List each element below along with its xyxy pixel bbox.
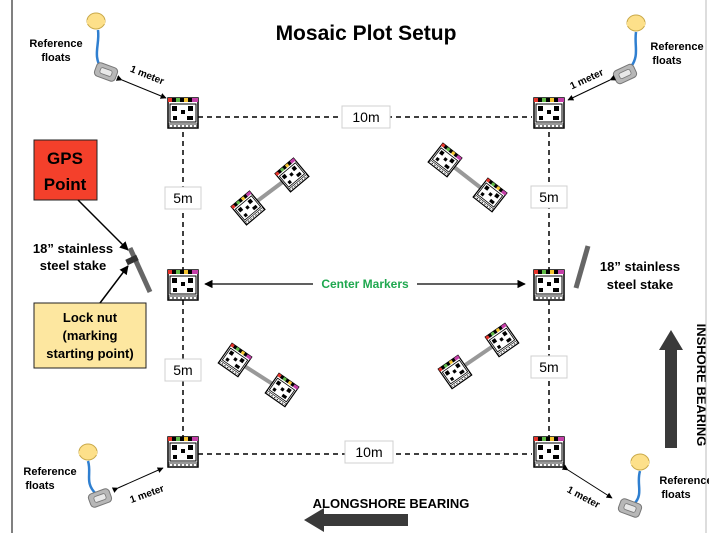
reference-float-top-left <box>86 12 120 83</box>
corner-marker-top-right <box>533 97 565 129</box>
stake-left <box>125 246 153 294</box>
one-meter-arrow-top-left <box>115 75 167 99</box>
one-meter-label-top-right: 1 meter <box>568 67 605 92</box>
one-meter-label-top-left: 1 meter <box>128 64 165 88</box>
alongshore-bearing-label: ALONGSHORE BEARING <box>313 496 470 511</box>
gps-pointer-arrow <box>77 199 129 251</box>
svg-text:5m: 5m <box>173 362 192 378</box>
center-markers-label: Center Markers <box>321 277 409 291</box>
svg-text:10m: 10m <box>355 444 382 460</box>
svg-text:10m: 10m <box>352 109 379 125</box>
one-meter-arrow-top-right <box>567 74 617 101</box>
left-upper-distance-label: 5m <box>164 186 202 210</box>
corner-marker-bottom-right <box>533 436 565 468</box>
stake-label-left-line2: steel stake <box>40 258 107 273</box>
inner-marker-pair-upper-right <box>427 142 508 213</box>
gps-point-callout: GPS Point <box>33 139 98 201</box>
corner-marker-top-left <box>167 97 199 129</box>
inner-marker-pair-upper-left <box>230 157 310 226</box>
right-lower-distance-label: 5m <box>530 355 568 379</box>
svg-text:GPS: GPS <box>47 149 83 168</box>
stake-label-left-line1: 18” stainless <box>33 241 113 256</box>
svg-text:(marking: (marking <box>63 328 118 343</box>
center-marker-left <box>167 269 199 301</box>
reference-float-bottom-right <box>616 453 650 519</box>
reference-floats-label-tr-line2: floats <box>652 55 681 67</box>
stake-label-right-line2: steel stake <box>607 277 674 292</box>
svg-text:5m: 5m <box>539 189 558 205</box>
svg-text:Point: Point <box>44 175 87 194</box>
stake-right <box>573 245 591 289</box>
reference-floats-label-tr-line1: Reference <box>650 41 703 53</box>
corner-marker-bottom-left <box>167 436 199 468</box>
svg-text:Lock nut: Lock nut <box>63 310 118 325</box>
lock-nut-pointer-arrow <box>99 265 129 304</box>
reference-floats-label-br-line1: Reference <box>659 475 709 487</box>
inner-marker-pair-lower-right <box>437 322 520 390</box>
one-meter-arrow-bottom-left <box>111 467 164 493</box>
center-marker-right <box>533 269 565 301</box>
one-meter-label-bottom-right: 1 meter <box>565 485 602 511</box>
svg-text:5m: 5m <box>173 190 192 206</box>
center-markers-label-bg <box>313 273 417 293</box>
reference-float-top-right <box>611 14 646 86</box>
reference-floats-label-br-line2: floats <box>661 489 690 501</box>
lock-nut-callout: Lock nut (marking starting point) <box>33 302 147 369</box>
top-distance-label: 10m <box>341 105 391 129</box>
alongshore-bearing-arrow <box>304 508 408 532</box>
inshore-bearing-arrow <box>659 330 683 448</box>
inshore-bearing-label: INSHORE BEARING <box>694 324 709 447</box>
diagram-title: Mosaic Plot Setup <box>276 22 457 45</box>
right-upper-distance-label: 5m <box>530 185 568 209</box>
reference-floats-label-bl-line1: Reference <box>23 466 76 478</box>
bottom-distance-label: 10m <box>344 440 394 464</box>
stake-label-right-line1: 18” stainless <box>600 259 680 274</box>
svg-text:starting point): starting point) <box>46 346 133 361</box>
svg-text:5m: 5m <box>539 359 558 375</box>
reference-float-bottom-left <box>78 443 114 509</box>
inner-marker-pair-lower-left <box>217 342 300 408</box>
reference-floats-label-tl-line1: Reference <box>29 38 82 50</box>
reference-floats-label-bl-line2: floats <box>25 480 54 492</box>
reference-floats-label-tl-line2: floats <box>41 52 70 64</box>
one-meter-label-bottom-left: 1 meter <box>129 483 166 506</box>
left-lower-distance-label: 5m <box>164 358 202 382</box>
one-meter-arrow-bottom-right <box>561 464 613 499</box>
